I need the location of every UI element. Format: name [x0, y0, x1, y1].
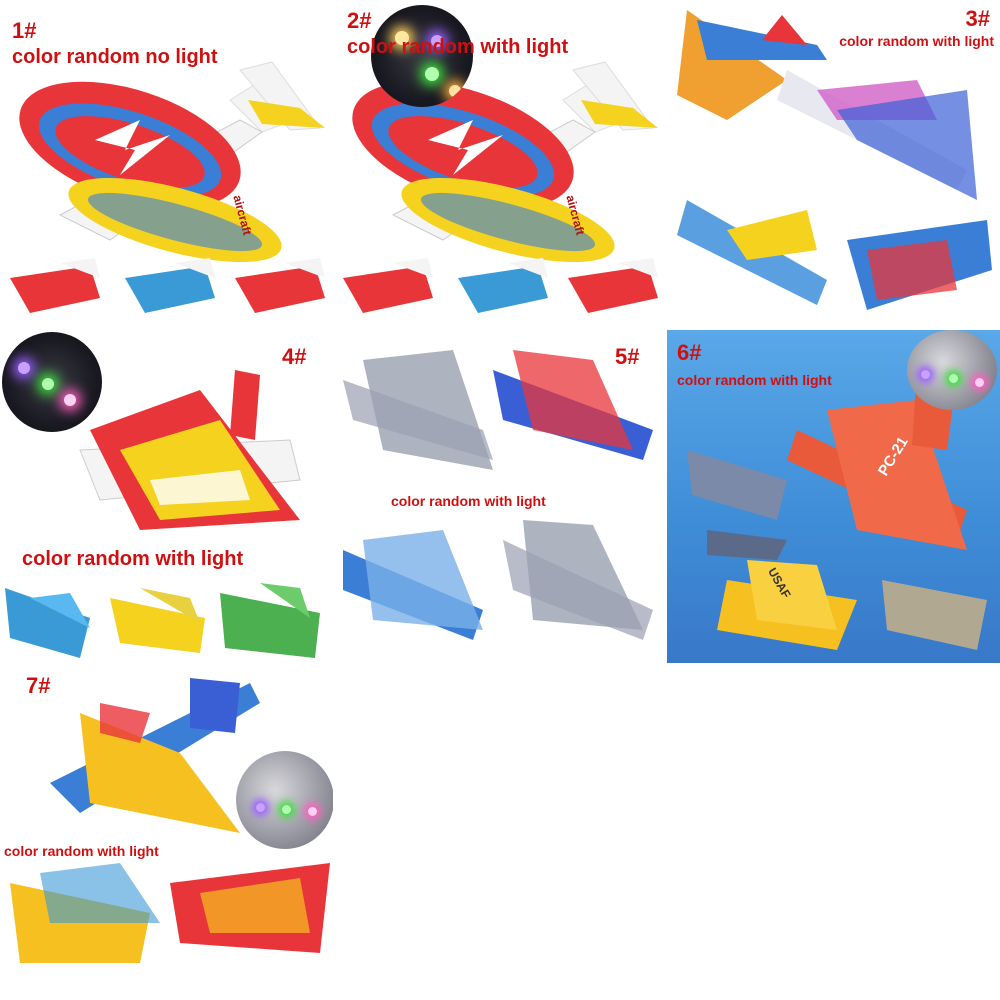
- plane-5-group: [343, 350, 653, 640]
- light-glow: [256, 803, 265, 812]
- light-glow: [425, 67, 439, 81]
- plane-7-group: [10, 678, 330, 963]
- light-glow: [282, 805, 291, 814]
- panel-2: 2# color random with light aircraft: [333, 0, 667, 330]
- panel-3-number: 3#: [965, 6, 990, 31]
- plane-3-group: [677, 10, 992, 310]
- panel-7: 7# color random with light: [0, 663, 333, 1000]
- panel-5-number: 5#: [615, 344, 640, 369]
- light-glow: [921, 370, 930, 379]
- panel-5: 5# color random with light: [333, 330, 667, 663]
- plane-1-thumbnails: [10, 258, 325, 313]
- panel-7-caption: color random with light: [4, 843, 159, 859]
- plane-2-large: [352, 61, 658, 263]
- panel-5-caption: color random with light: [391, 493, 546, 509]
- light-demo-orb: [907, 330, 997, 410]
- panel-2-caption: color random with light: [347, 36, 569, 58]
- light-glow: [64, 394, 76, 406]
- panel-4: 4# color random with light: [0, 330, 333, 663]
- plane-1-large: [19, 61, 325, 263]
- panel-6-number: 6#: [677, 340, 702, 365]
- light-demo-orb: [236, 751, 333, 849]
- panel-6: 6# color random with light PC-21 USAF: [667, 330, 1000, 663]
- light-glow: [949, 374, 958, 383]
- light-glow: [395, 31, 409, 45]
- plane-4-thumbnails: [5, 583, 320, 658]
- plane-2-thumbnails: [343, 258, 658, 313]
- panel-3: 3# color random with light: [667, 0, 1000, 330]
- panel-1-caption: color random no light: [12, 46, 218, 68]
- light-demo-orb: [371, 5, 473, 107]
- plane-4-large: [79, 370, 301, 530]
- panel-4-number: 4#: [282, 344, 307, 369]
- panel-2-number: 2#: [347, 8, 372, 33]
- light-glow: [308, 807, 317, 816]
- light-glow: [975, 378, 984, 387]
- light-glow: [431, 35, 443, 47]
- light-demo-orb: [2, 332, 102, 432]
- panel-4-caption: color random with light: [22, 548, 244, 570]
- plane-6-group: [687, 370, 987, 650]
- panel-6-caption: color random with light: [677, 372, 832, 388]
- panel-3-caption: color random with light: [839, 33, 994, 49]
- light-glow: [42, 378, 54, 390]
- light-glow: [18, 362, 30, 374]
- panel-1: 1# color random no light aircraft: [0, 0, 333, 330]
- panel-1-number: 1#: [12, 18, 37, 43]
- panel-7-number: 7#: [26, 673, 51, 698]
- light-glow: [449, 85, 461, 97]
